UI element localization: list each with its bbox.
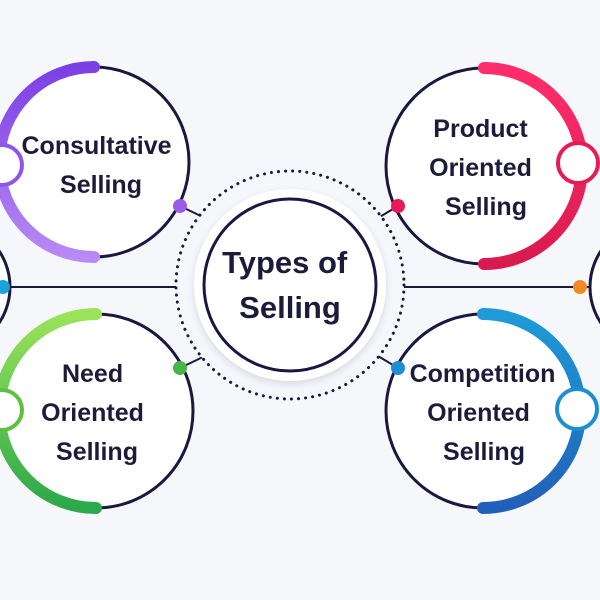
node-competition-label-3: Selling xyxy=(443,438,525,466)
node-competition: Competition Oriented Selling xyxy=(384,308,599,514)
node-need: Need Oriented Selling xyxy=(0,308,195,514)
node-product-label-3: Selling xyxy=(445,193,527,221)
node-consultative-label-1: Consultative xyxy=(22,132,172,160)
node-product-badge xyxy=(556,141,600,185)
node-need-ring-accent xyxy=(0,308,102,514)
connector-dot-left xyxy=(0,280,10,294)
connector-dot-right xyxy=(573,280,587,294)
svg-text:Need Oriented: Need Oriented Selling xyxy=(41,360,151,466)
node-product-circle xyxy=(386,68,582,264)
svg-text:Consultative Selling: Consultative Selling xyxy=(22,132,179,199)
node-need-label-1: Need xyxy=(62,360,123,388)
node-consultative-circle xyxy=(0,67,189,257)
node-consultative-ring-accent xyxy=(0,61,100,263)
svg-text:Competition Oriented: Competition Oriented Selling xyxy=(410,360,563,466)
node-consultative-dot xyxy=(173,199,187,213)
node-competition-dot xyxy=(391,361,405,375)
node-need-label-2: Oriented xyxy=(41,399,144,427)
svg-text:Product Oriented: Product Oriented Selling xyxy=(429,115,539,221)
node-competition-label-1: Competition xyxy=(410,360,556,388)
node-need-dot xyxy=(173,361,187,375)
node-product-label-2: Oriented xyxy=(429,154,532,182)
node-need-circle xyxy=(0,314,193,508)
node-consultative-ring-dark xyxy=(93,65,191,259)
node-need-label-3: Selling xyxy=(56,438,138,466)
node-competition-circle xyxy=(386,314,580,508)
node-consultative-badge xyxy=(0,143,24,187)
svg-text:Types of Selling: Types of Selling xyxy=(222,245,356,325)
center-title-line-2: Selling xyxy=(239,290,341,325)
side-circle-right xyxy=(573,249,600,325)
node-product-label-1: Product xyxy=(433,115,528,143)
center-hub-circle xyxy=(202,197,378,373)
center-hub: Types of Selling xyxy=(174,169,406,401)
node-product-ring-dark xyxy=(384,66,485,266)
node-product: Product Oriented Selling xyxy=(384,62,600,270)
node-consultative-label-2: Selling xyxy=(60,171,142,199)
node-need-ring-dark xyxy=(95,312,195,510)
node-product-dot xyxy=(391,199,405,213)
node-consultative: Consultative Selling xyxy=(0,61,191,263)
node-competition-badge xyxy=(555,387,599,431)
center-title-line-1: Types of xyxy=(222,245,348,280)
side-circle-left xyxy=(0,249,12,325)
node-competition-ring-dark xyxy=(384,312,484,510)
node-competition-label-2: Oriented xyxy=(427,399,530,427)
node-need-badge xyxy=(0,388,24,432)
